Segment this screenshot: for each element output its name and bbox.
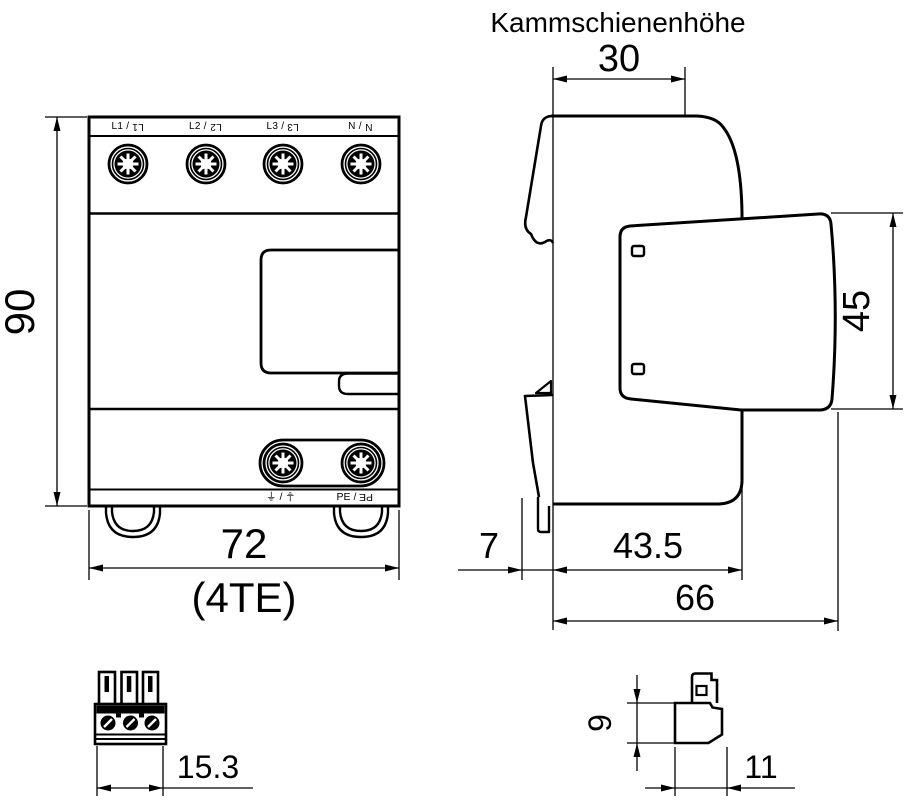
dim-11: 11 xyxy=(744,749,777,785)
terminal-label-l3: L3/L3 xyxy=(266,121,300,132)
terminal-label-l1: L1/L1 xyxy=(111,121,145,132)
din-rail-clips xyxy=(104,505,390,539)
dim-72: 72 xyxy=(221,520,268,567)
dim-43-5: 43.5 xyxy=(613,525,683,566)
side-base-outline xyxy=(551,114,744,506)
module-window-front xyxy=(259,248,399,375)
dim-90: 90 xyxy=(0,289,43,336)
dim-4te: (4TE) xyxy=(192,574,297,621)
plug-body-side xyxy=(673,701,724,745)
side-bottom-clip xyxy=(523,379,554,534)
terminal-label-n: N/N xyxy=(348,121,373,132)
bottom-terminal-label-strip: ⏚/⏚ PE/PE xyxy=(89,488,399,505)
dim-66: 66 xyxy=(675,577,715,618)
dim-45: 45 xyxy=(836,290,878,332)
terminal-label-l2: L2/L2 xyxy=(188,121,222,132)
top-terminal-label-strip: L1/L1 L2/L2 L3/L3 N/N xyxy=(89,118,399,135)
dim-9: 9 xyxy=(582,714,618,732)
plug-front-detail xyxy=(93,670,168,746)
dim-30: 30 xyxy=(598,38,640,80)
dimension-lines xyxy=(56,78,894,789)
dimension-arrows xyxy=(53,75,897,792)
dim-15-3: 15.3 xyxy=(177,749,239,785)
module-latch-front xyxy=(337,372,399,396)
title-kammschienenhoehe: Kammschienenhöhe xyxy=(490,7,745,38)
terminal-label-pe: PE/PE xyxy=(336,490,374,503)
side-top-clip xyxy=(523,114,555,245)
front-view xyxy=(87,115,401,539)
extension-lines xyxy=(45,67,903,796)
plug-side-detail xyxy=(673,672,724,745)
terminal-label-earth: ⏚/⏚ xyxy=(266,490,296,503)
module-latch-window-bottom xyxy=(630,362,646,376)
side-module-outline xyxy=(618,212,837,412)
module-latch-window-top xyxy=(630,244,646,258)
side-view xyxy=(523,114,837,534)
dim-7: 7 xyxy=(479,525,499,566)
